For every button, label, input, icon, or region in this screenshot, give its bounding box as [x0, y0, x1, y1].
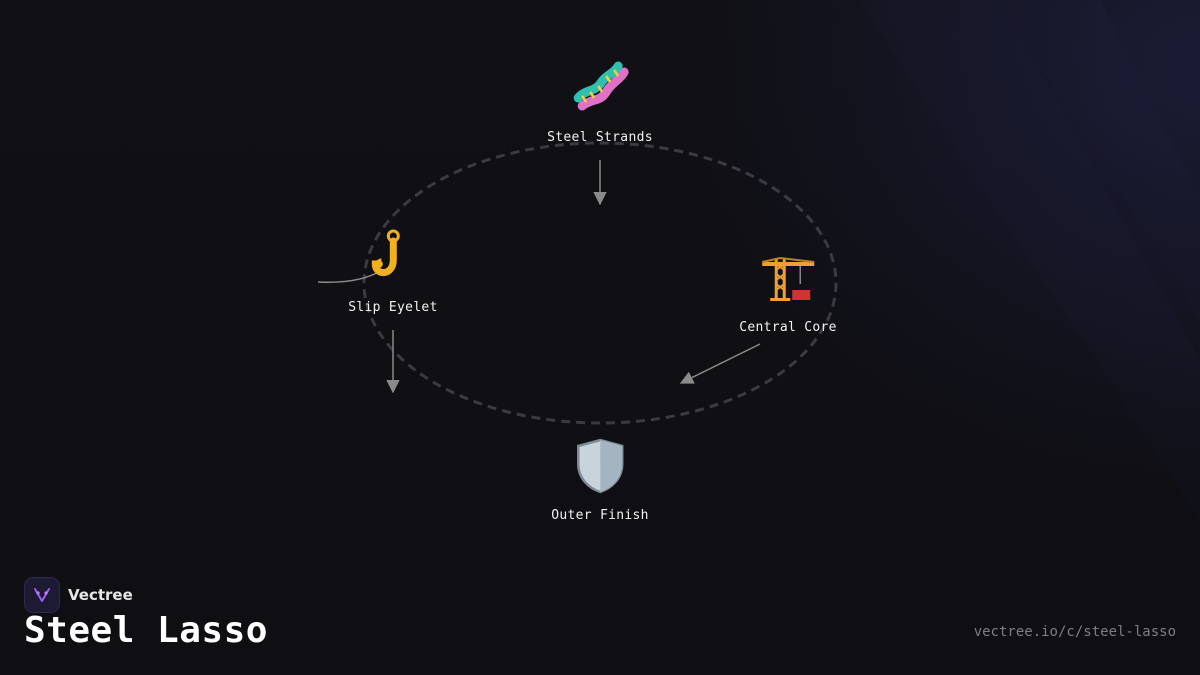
- shield-icon: [576, 438, 624, 494]
- dna-icon: [573, 61, 629, 111]
- brand-name: Vectree: [68, 586, 133, 604]
- crane-icon: [761, 257, 815, 301]
- lasso-ring: [362, 141, 838, 425]
- vectree-logo-icon: [24, 577, 60, 613]
- node-steel-strands: Steel Strands: [547, 58, 653, 145]
- hook-icon: [371, 229, 400, 276]
- brand: Vectree: [24, 577, 133, 613]
- node-slip-eyelet: Slip Eyelet: [348, 228, 437, 315]
- node-outer-finish: Outer Finish: [551, 436, 649, 523]
- edge-central-core-outer-finish: [679, 343, 761, 384]
- node-label: Steel Strands: [547, 130, 653, 145]
- node-label: Outer Finish: [551, 508, 649, 523]
- node-central-core: Central Core: [739, 248, 837, 335]
- node-label: Central Core: [739, 320, 837, 335]
- page-title: Steel Lasso: [24, 610, 268, 651]
- node-label: Slip Eyelet: [348, 300, 438, 315]
- source-url: vectree.io/c/steel-lasso: [973, 624, 1176, 640]
